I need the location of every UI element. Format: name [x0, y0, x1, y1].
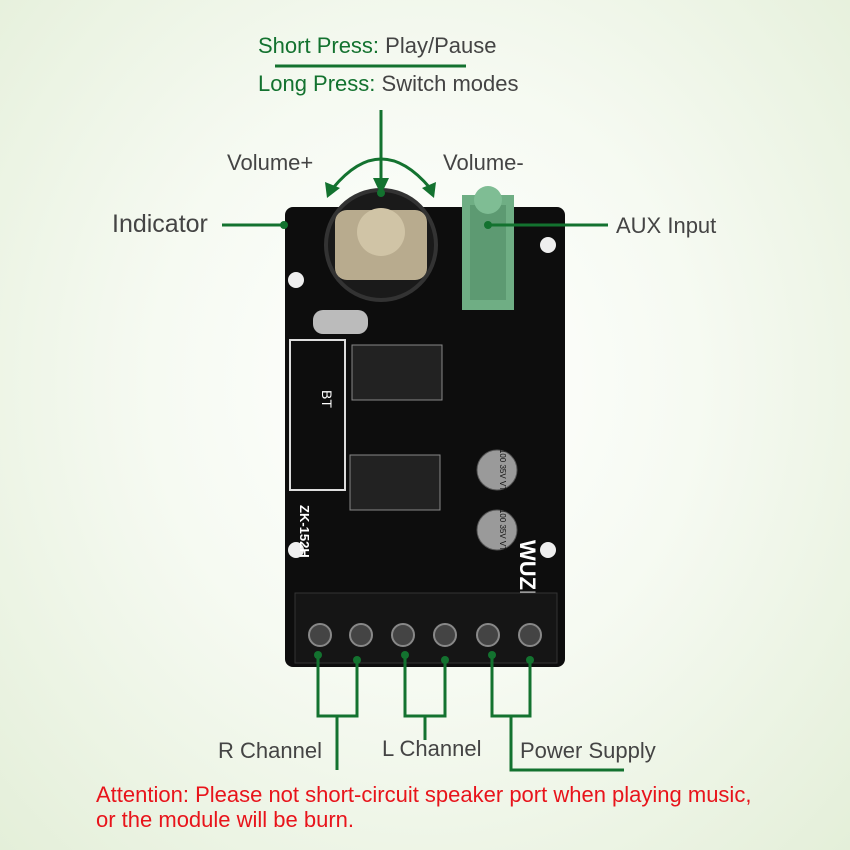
capacitor-1-label: 100 35V VT: [498, 449, 507, 491]
volume-down-label: Volume-: [443, 150, 524, 175]
indicator-label: Indicator: [112, 210, 208, 238]
capacitor-1: 100 35V VT: [476, 449, 518, 491]
short-press-action: Play/Pause: [385, 33, 497, 58]
board-bt: BT: [319, 390, 335, 408]
warning-text: Attention: Please not short-circuit spea…: [96, 782, 751, 832]
r-channel-label: R Channel: [218, 738, 322, 763]
short-press-label: Short Press: Play/Pause: [258, 33, 496, 59]
l-channel-label: L Channel: [382, 736, 482, 761]
rotary-encoder-knob: [324, 188, 438, 302]
long-press-label: Long Press: Switch modes: [258, 71, 518, 97]
power-supply-label: Power Supply: [520, 738, 656, 763]
volume-up-label: Volume+: [227, 150, 314, 175]
capacitor-2-label: 100 35V VT: [498, 509, 507, 551]
warning-line-2: or the module will be burn.: [96, 807, 355, 832]
board-model: ZK-152H: [297, 505, 312, 558]
aux-input-label: AUX Input: [616, 213, 717, 238]
annotation-lines: [222, 64, 624, 772]
terminal-block: [294, 592, 558, 664]
aux-jack: [462, 186, 514, 310]
long-press-action: Switch modes: [381, 71, 519, 96]
warning-line-1: Attention: Please not short-circuit spea…: [96, 782, 752, 807]
capacitor-2: 100 35V VT: [476, 509, 518, 551]
short-press-key: Short Press:: [258, 33, 380, 58]
arrow-heads: [280, 178, 534, 664]
amplifier-board: 100 35V VT 100 35V VT WUZHI ZK-152H BT: [285, 186, 565, 667]
long-press-key: Long Press:: [258, 71, 376, 96]
